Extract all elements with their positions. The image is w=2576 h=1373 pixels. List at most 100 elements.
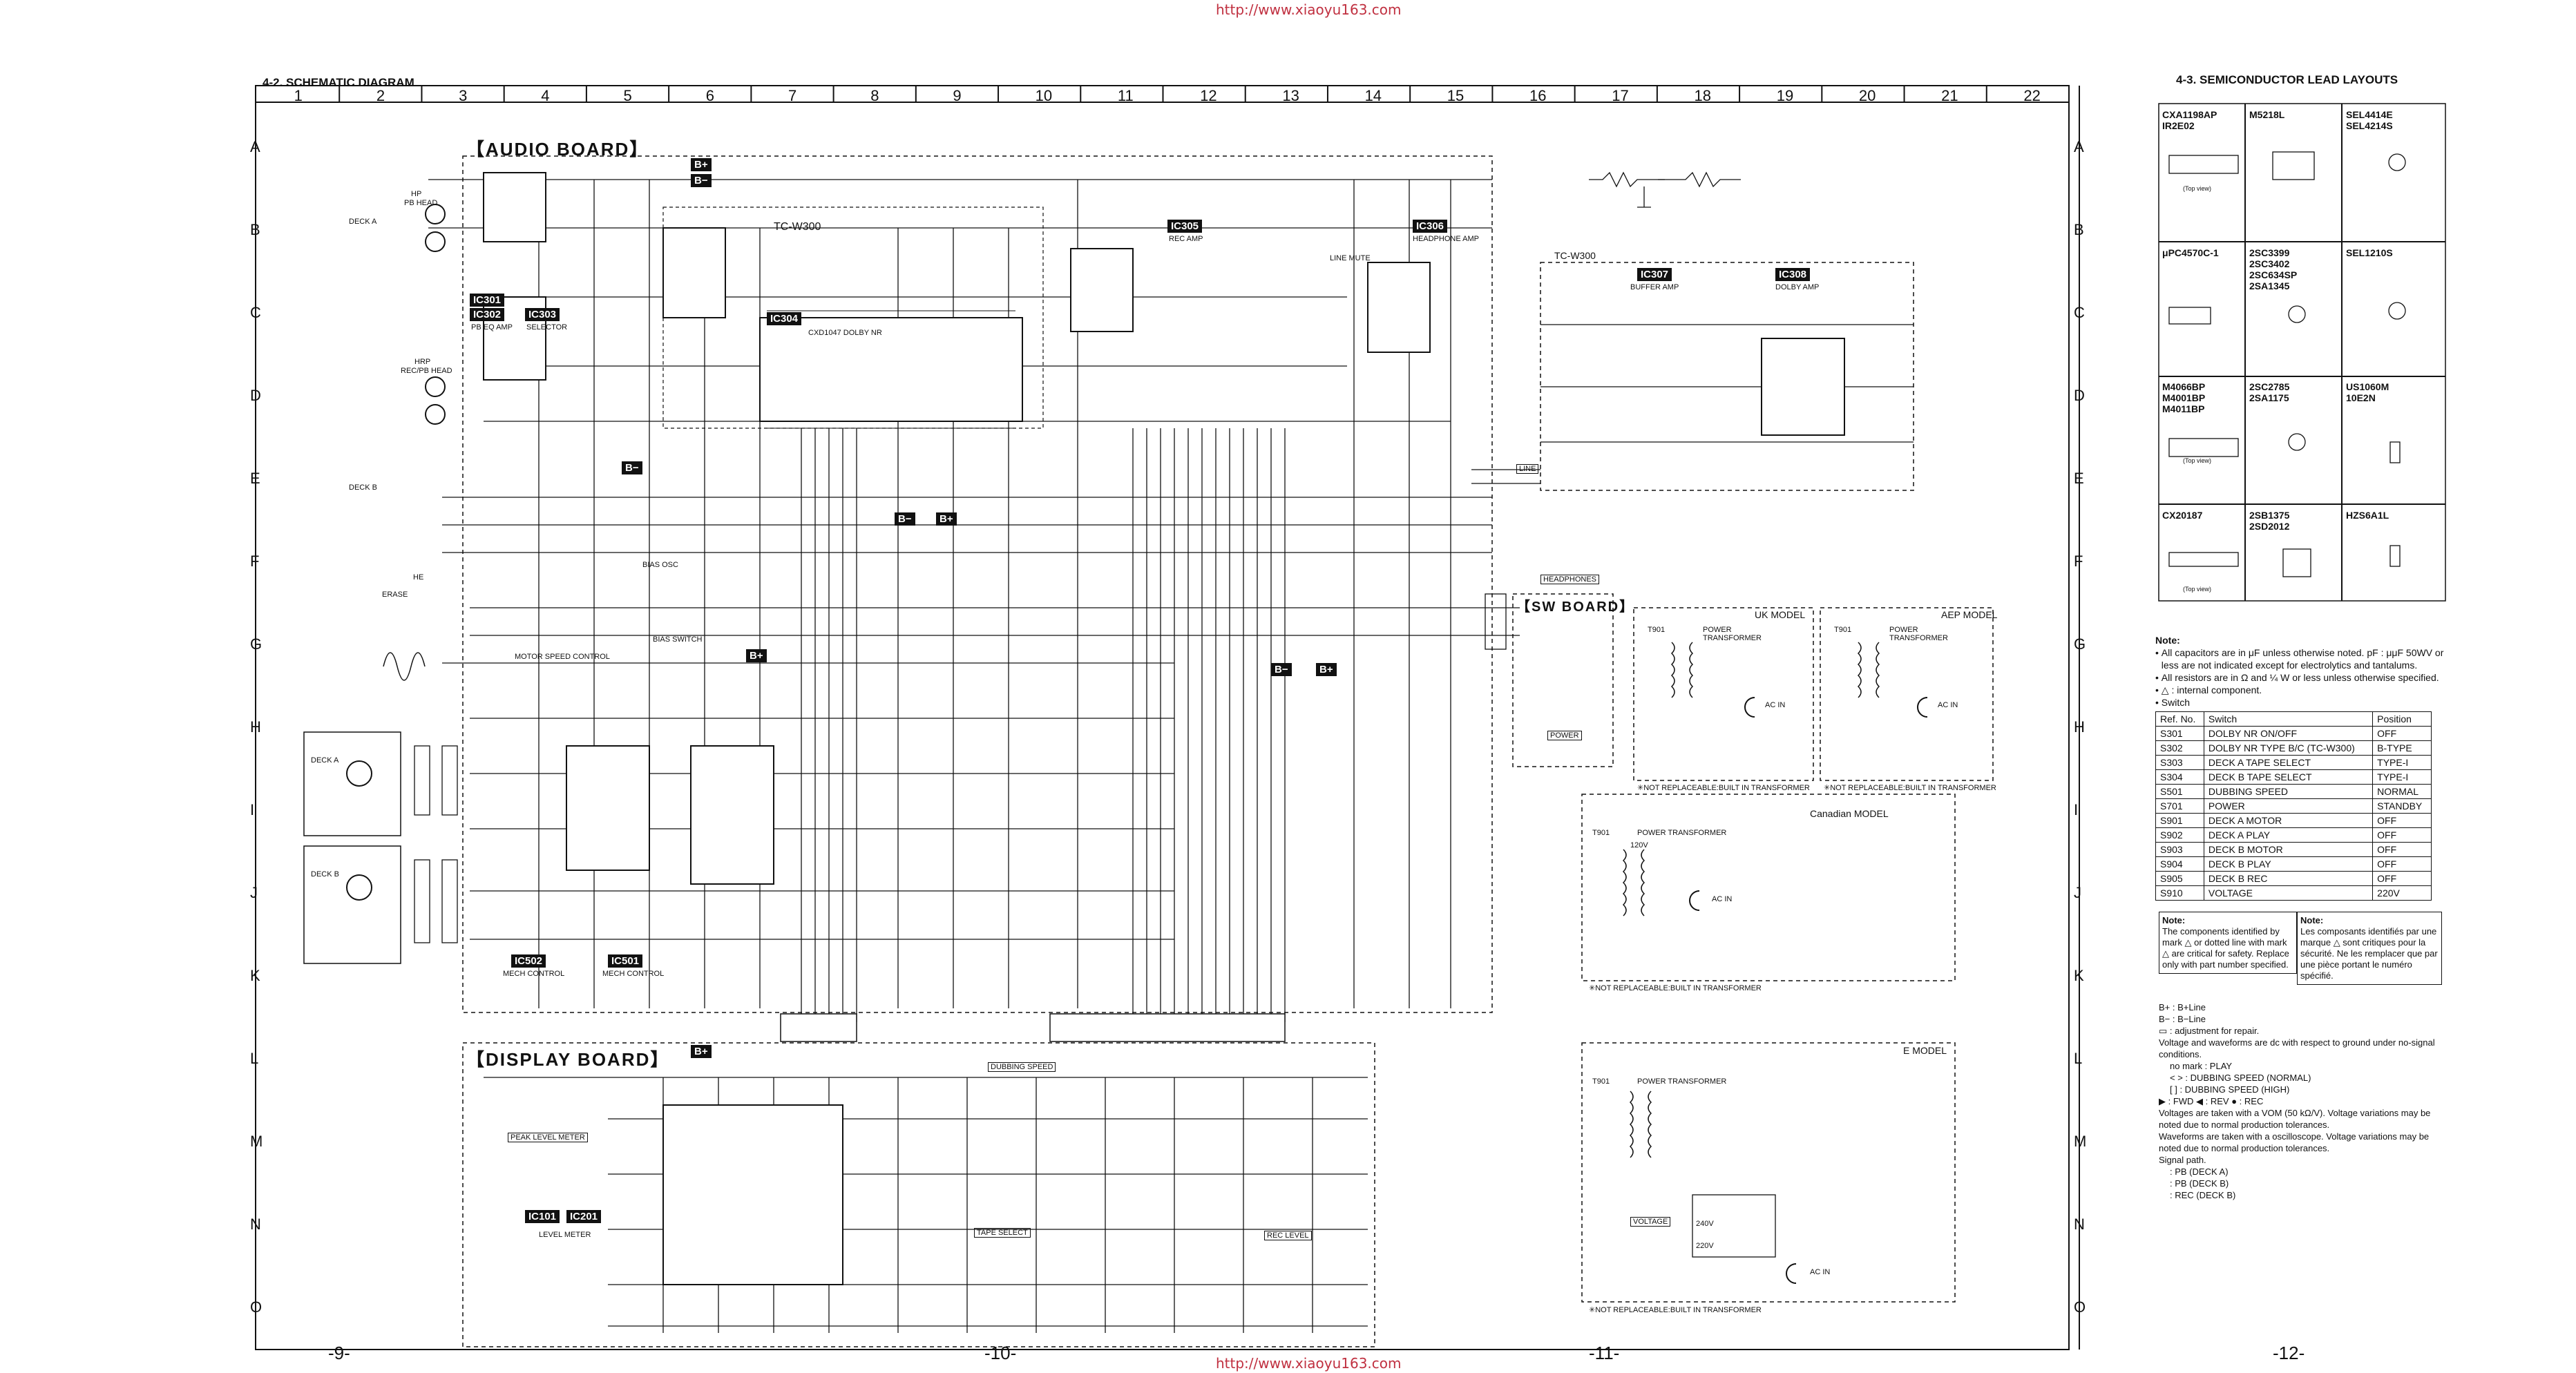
switch-table-cell: S904 [2155, 856, 2204, 872]
ic307-label: IC307 [1637, 268, 1672, 281]
column-number: 6 [705, 87, 714, 104]
voltage-label: VOLTAGE [1630, 1217, 1671, 1227]
switch-table-cell: DUBBING SPEED [2203, 784, 2374, 799]
safety-note-en-heading: Note: [2162, 915, 2186, 925]
uk-model-label: UK MODEL [1755, 609, 1806, 620]
ic303-label: IC303 [525, 308, 560, 321]
column-number: 22 [2023, 87, 2041, 104]
display-board-label: 【DISPLAY BOARD】 [466, 1049, 670, 1070]
switch-table-cell: DECK B REC [2203, 871, 2374, 886]
column-number: 20 [1858, 87, 1876, 104]
semiconductor-view-caption: (Top view) [2183, 457, 2212, 464]
column-number: 4 [541, 87, 550, 104]
ic306-label: IC306 [1413, 220, 1448, 233]
ac-in-label-e: AC IN [1810, 1268, 1831, 1276]
ic502-label: IC502 [511, 954, 546, 968]
t901-canadian: T901 [1592, 829, 1610, 837]
deck-b-label-top: DECK B [349, 483, 377, 492]
column-number: 10 [1035, 87, 1053, 104]
power-transformer-e: POWER TRANSFORMER [1637, 1077, 1727, 1086]
bias-osc-label: BIAS OSC [642, 561, 678, 569]
note-item-1: • All capacitors are in μF unless otherw… [2155, 647, 2444, 671]
switch-table-cell: S303 [2155, 755, 2204, 770]
row-letter-right: C [2074, 304, 2085, 321]
row-letter-left: K [250, 967, 260, 984]
bplus-label-4: B+ [1316, 663, 1337, 676]
power-transformer-uk: POWER TRANSFORMER [1703, 626, 1762, 642]
rec-level-label: REC LEVEL [1264, 1231, 1312, 1240]
note-item-4: • Switch [2155, 697, 2191, 708]
column-number: 5 [623, 87, 632, 104]
v220-e: 220V [1696, 1242, 1714, 1250]
ic301-label: IC301 [470, 294, 505, 307]
row-letter-right: A [2074, 138, 2084, 155]
column-number: 14 [1364, 87, 1382, 104]
power-transformer-aep: POWER TRANSFORMER [1889, 626, 1948, 642]
row-letter-left: F [250, 553, 260, 570]
ac-in-label-uk: AC IN [1765, 701, 1786, 709]
motor-speed-control-label: MOTOR SPEED CONTROL [515, 653, 610, 661]
switch-table-cell: OFF [2372, 827, 2432, 843]
audio-board-label: 【AUDIO BOARD】 [466, 139, 649, 160]
semiconductor-part-name: SEL4414E SEL4214S [2346, 109, 2393, 131]
switch-table-cell: DOLBY NR TYPE B/C (TC-W300) [2203, 740, 2374, 756]
switch-table-cell: DECK A TAPE SELECT [2203, 755, 2374, 770]
deck-a-label-top: DECK A [349, 218, 377, 226]
erase-label: ERASE [382, 591, 408, 599]
semiconductor-part-name: μPC4570C-1 [2162, 247, 2219, 258]
semiconductor-view-caption: (Top view) [2183, 185, 2212, 192]
ic304-label: IC304 [767, 312, 802, 325]
he-label: HE [413, 573, 424, 582]
bplus-label-1: B+ [691, 158, 712, 171]
safety-note-fr: Note: Les composants identifiés par une … [2297, 912, 2442, 985]
ic101-caption: LEVEL METER [539, 1231, 591, 1239]
switch-table-cell: S301 [2155, 726, 2204, 741]
v240-e: 240V [1696, 1220, 1714, 1228]
legend-item: Waveforms are taken with a oscilloscope.… [2159, 1131, 2430, 1153]
legend-item: B+ : B+Line [2159, 1002, 2206, 1012]
switch-table-cell: S701 [2155, 798, 2204, 814]
legend-item: : PB (DECK A) [2170, 1166, 2229, 1177]
ic308-caption: DOLBY AMP [1775, 283, 1820, 291]
pb-head-label: PB HEAD [404, 199, 438, 207]
ic304-caption: CXD1047 DOLBY NR [808, 329, 882, 337]
t901-aep: T901 [1834, 626, 1852, 634]
not-replaceable-e: ✳NOT REPLACEABLE:BUILT IN TRANSFORMER [1589, 1306, 1762, 1314]
e-model-label: E MODEL [1903, 1045, 1947, 1056]
column-number: 13 [1282, 87, 1299, 104]
semiconductor-part-name: HZS6A1L [2346, 510, 2389, 521]
tc-w300-label: TC-W300 [774, 221, 821, 233]
notes-panel: Note: • All capacitors are in μF unless … [2155, 634, 2445, 901]
column-number: 15 [1447, 87, 1464, 104]
column-number: 9 [953, 87, 962, 104]
page-number-9: -9- [328, 1343, 350, 1363]
semiconductor-part-name: SEL1210S [2346, 247, 2393, 258]
legend-item: < > : DUBBING SPEED (NORMAL) [2170, 1073, 2311, 1083]
switch-table-cell: 220V [2372, 885, 2432, 901]
row-letter-right: B [2074, 221, 2084, 238]
row-letter-left: N [250, 1216, 261, 1233]
column-number: 3 [459, 87, 468, 104]
column-number: 16 [1529, 87, 1547, 104]
ic305-label: IC305 [1167, 220, 1203, 233]
page-number-10: -10- [984, 1343, 1017, 1363]
line-mute-label: LINE MUTE [1330, 254, 1371, 262]
row-letter-right: D [2074, 387, 2085, 404]
row-letter-right: H [2074, 718, 2085, 736]
safety-note-en-text: The components identified by mark △ or d… [2162, 926, 2289, 970]
switch-table-cell: POWER [2203, 798, 2374, 814]
column-number: 12 [1200, 87, 1217, 104]
row-letter-left: O [250, 1298, 263, 1316]
bplus-label-5: B+ [691, 1045, 712, 1058]
not-replaceable-uk: ✳NOT REPLACEABLE:BUILT IN TRANSFORMER [1637, 784, 1810, 792]
row-letter-right: M [2074, 1133, 2087, 1150]
not-replaceable-canadian: ✳NOT REPLACEABLE:BUILT IN TRANSFORMER [1589, 984, 1762, 992]
dubbing-speed-label: DUBBING SPEED [988, 1062, 1056, 1072]
row-letter-right: I [2074, 801, 2079, 818]
semiconductor-part-name: 2SC3399 2SC3402 2SC634SP 2SA1345 [2249, 247, 2298, 291]
switch-table-cell: B-TYPE [2372, 740, 2432, 756]
